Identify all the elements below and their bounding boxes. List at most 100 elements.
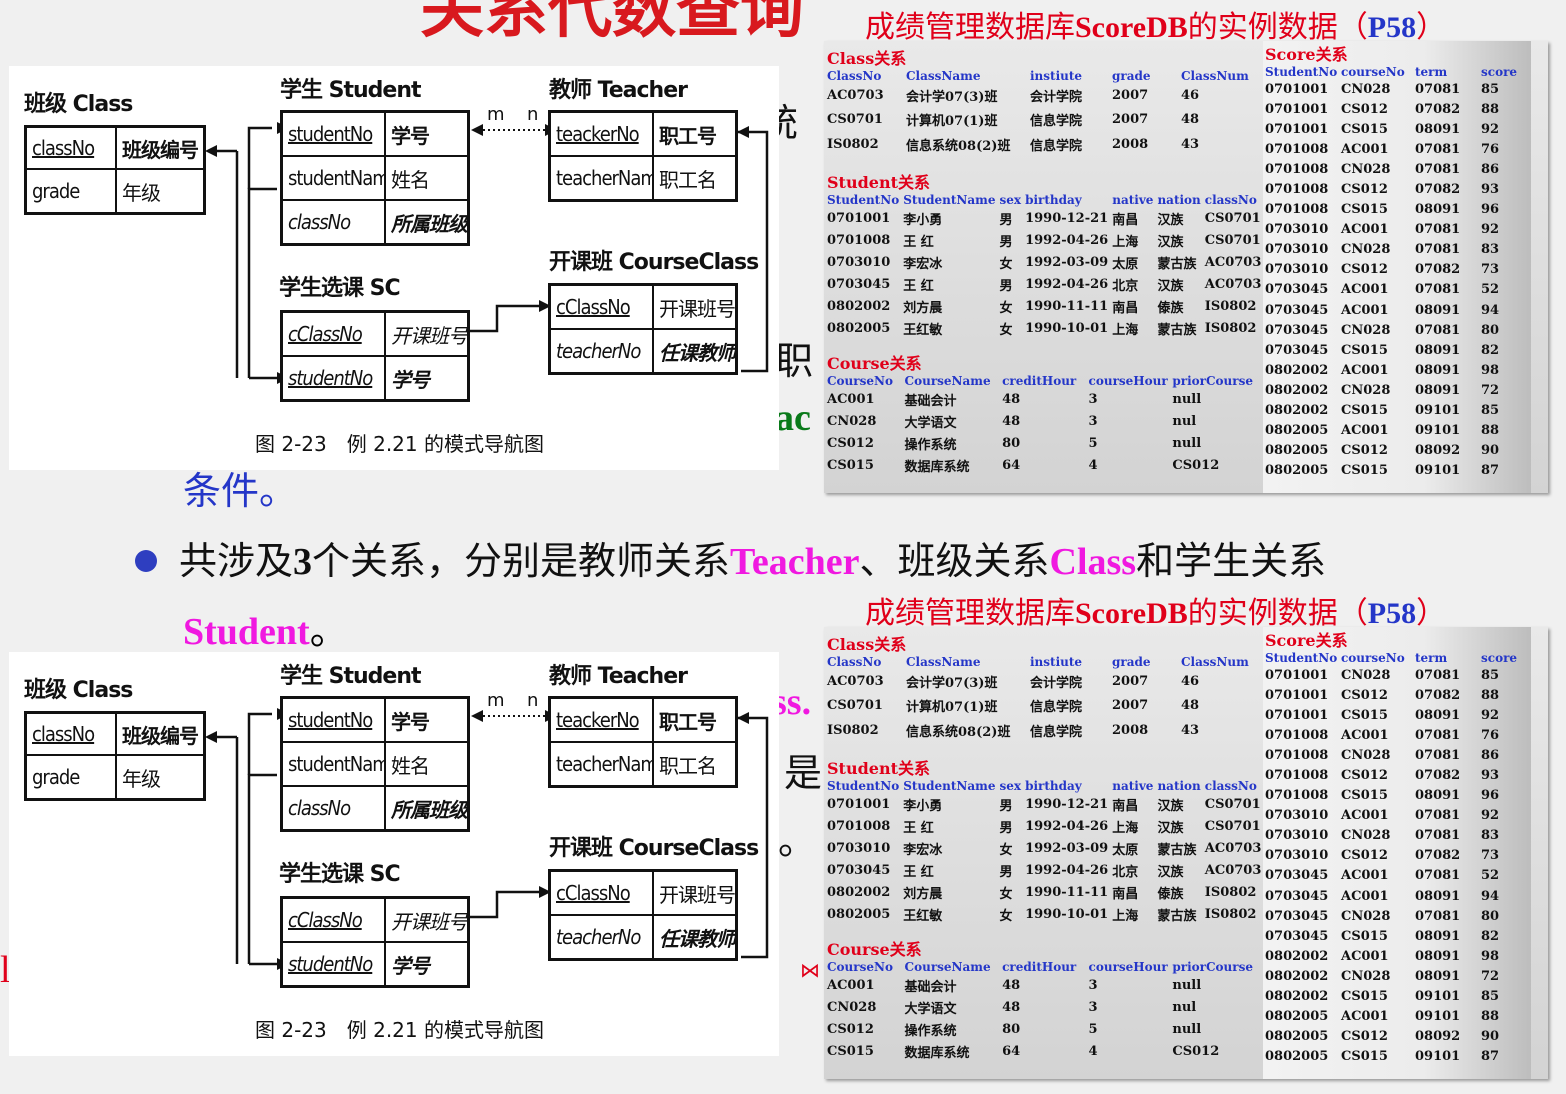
text-fragment: ac: [775, 397, 811, 439]
table-cell: 92: [1481, 121, 1500, 137]
table-cell: null: [1172, 435, 1202, 451]
table-cell: 87: [1481, 1049, 1500, 1065]
col-header: term: [1415, 65, 1448, 79]
table-cell: 07081: [1415, 908, 1461, 924]
col-header: StudentNo: [827, 193, 900, 207]
table-cell: 基础会计: [904, 979, 957, 995]
table-cell: CS015: [1341, 788, 1388, 804]
col-header: CourseNo: [827, 960, 893, 974]
table-cell: 08091: [1415, 948, 1461, 964]
entity-attr-label: 年级: [116, 755, 204, 799]
col-header: nation: [1157, 779, 1201, 793]
entity-attr: cClassNo: [550, 285, 653, 329]
table-cell: 0701008: [827, 232, 891, 248]
table-cell: 信息学院: [1030, 114, 1083, 130]
col-header: grade: [1112, 69, 1151, 83]
table-cell: 0701001: [1265, 687, 1329, 703]
student-label: 学生 Student: [280, 664, 422, 689]
table-cell: 0802002: [1265, 362, 1329, 378]
table-header-row: ClassNo ClassName instiute grade ClassNu…: [827, 655, 1253, 669]
table-cell: AC001: [1341, 362, 1389, 378]
entity-attr: classNo: [282, 200, 385, 244]
class-table: ClassNo ClassName instiute grade ClassNu…: [827, 655, 1253, 743]
entity-attr: cClassNo: [282, 898, 385, 942]
table-cell: 0703010: [1265, 222, 1329, 238]
table-cell: CS012: [1172, 457, 1220, 473]
table-cell: AC001: [1341, 141, 1389, 157]
table-cell: CS015: [1341, 1049, 1388, 1065]
table-cell: 上海: [1112, 322, 1139, 338]
table-cell: 0703010: [1265, 848, 1329, 864]
table-cell: 94: [1481, 888, 1500, 904]
table-cell: CS015: [1341, 707, 1388, 723]
table-cell: CS015: [1341, 403, 1388, 419]
text-fragment: 职: [775, 341, 814, 383]
table-cell: 52: [1481, 868, 1500, 884]
table-cell: 0703010: [1265, 262, 1329, 278]
table-cell: 73: [1481, 848, 1500, 864]
table-cell: 08091: [1415, 362, 1461, 378]
table-header-row: CourseNo CourseName creditHour courseHou…: [827, 960, 1257, 974]
data-panel: Class关系 ClassNo ClassName instiute grade…: [824, 627, 1548, 1079]
table-cell: 86: [1481, 161, 1500, 177]
table-cell: 88: [1481, 687, 1500, 703]
table-header-row: StudentNo courseNo term score: [1263, 65, 1531, 79]
col-header: ClassNum: [1181, 69, 1249, 83]
table-cell: 0701001: [1265, 121, 1329, 137]
table-cell: 信息学院: [1030, 700, 1083, 716]
table-cell: AC001: [1341, 888, 1389, 904]
table-cell: 83: [1481, 242, 1500, 258]
table-cell: 85: [1481, 403, 1500, 419]
table-cell: 刘方晨: [903, 886, 943, 902]
entity-attr-label: 任课教师: [653, 915, 736, 959]
join-symbol: ⋈: [800, 960, 820, 982]
table-cell: 08091: [1415, 707, 1461, 723]
table-cell: 0703045: [1265, 302, 1329, 318]
entity-attr: teackerNo: [550, 112, 653, 156]
table-cell: 蒙古族: [1157, 842, 1197, 858]
col-header: term: [1415, 651, 1448, 665]
entity-attr: teacherNo: [550, 329, 653, 373]
table-cell: 王 红: [903, 864, 934, 880]
table-cell: 96: [1481, 788, 1500, 804]
relation-title: Score关系: [1265, 45, 1348, 64]
table-cell: 48: [1002, 999, 1021, 1015]
table-cell: 0701001: [1265, 667, 1329, 683]
table-cell: 82: [1481, 928, 1500, 944]
table-cell: 07081: [1415, 242, 1461, 258]
table-cell: 0701008: [1265, 141, 1329, 157]
table-cell: CS012: [1341, 443, 1388, 459]
table-cell: 北京: [1112, 278, 1139, 294]
bullet-dot-icon: [135, 550, 157, 573]
table-cell: 07081: [1415, 808, 1461, 824]
table-cell: 刘方晨: [903, 300, 943, 316]
bullet-continuation: Student。: [183, 611, 348, 653]
table-cell: 07082: [1415, 848, 1461, 864]
entity-attr-label: 班级编号: [116, 713, 204, 755]
table-cell: 傣族: [1157, 300, 1184, 316]
table-cell: 信息学院: [1030, 724, 1083, 740]
table-cell: 女: [999, 256, 1013, 272]
entity-attr-label: 职工号: [653, 698, 736, 742]
table-cell: 蒙古族: [1157, 256, 1197, 272]
courseclass-label: 开课班 CourseClass: [549, 250, 759, 275]
table-cell: 80: [1002, 435, 1021, 451]
entity-attr-label: 所属班级: [385, 786, 468, 830]
table-cell: CS0701: [1204, 818, 1261, 834]
table-cell: CS012: [827, 435, 874, 451]
table-cell: 93: [1481, 182, 1500, 198]
table-cell: AC001: [1341, 808, 1389, 824]
